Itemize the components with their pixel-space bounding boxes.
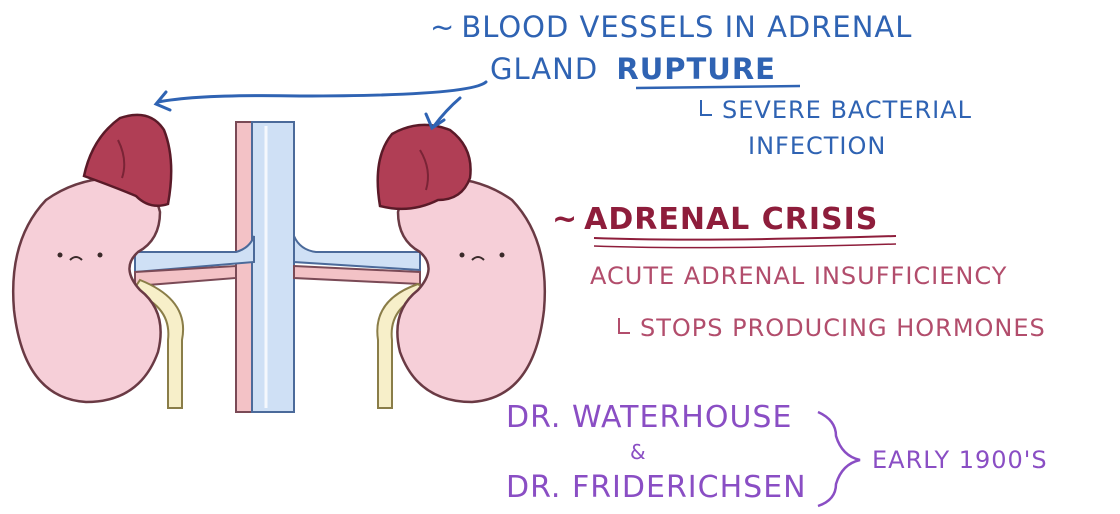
- sub-point-hook-icon: [700, 100, 712, 116]
- vena-cava: [252, 122, 294, 412]
- right-kidney: [397, 177, 544, 402]
- stops-producing-label: Stops producing hormones: [618, 314, 1046, 342]
- left-kidney: [13, 177, 160, 402]
- doctors-brace: [818, 412, 860, 506]
- gland-text: gland: [490, 52, 598, 86]
- ampersand-text: &: [630, 440, 647, 464]
- adrenal-crisis-text: Adrenal crisis: [584, 202, 878, 237]
- right-adrenal-gland: [378, 125, 471, 209]
- great-vessels: [236, 122, 294, 412]
- sub-point-hook-icon: [618, 318, 630, 334]
- dr-waterhouse-label: Dr. Waterhouse: [506, 400, 792, 435]
- dr-friderichsen-text: Dr. Friderichsen: [506, 470, 807, 505]
- dr-waterhouse-text: Dr. Waterhouse: [506, 400, 792, 435]
- arrow-to-left-adrenal: [158, 82, 486, 102]
- ampersand-label: &: [630, 440, 647, 464]
- early-1900s-text: Early 1900's: [872, 446, 1048, 474]
- blood-vessels-label: ~Blood vessels in adrenal: [430, 10, 912, 44]
- early-1900s-label: Early 1900's: [872, 446, 1048, 474]
- acute-insufficiency-label: Acute adrenal insufficiency: [590, 262, 1007, 290]
- infection-text: infection: [748, 132, 886, 160]
- right-renal-vein: [294, 236, 420, 270]
- severe-text: Severe bacterial: [722, 96, 972, 124]
- gland-rupture-label: gland rupture: [490, 52, 776, 86]
- severe-infection-label: Severe bacterial: [700, 96, 972, 124]
- rupture-underline: [636, 86, 800, 88]
- rupture-text: rupture: [616, 52, 776, 86]
- stops-producing-text: Stops producing hormones: [640, 314, 1046, 342]
- acute-insufficiency-text: Acute adrenal insufficiency: [590, 262, 1007, 290]
- arrow-to-right-adrenal: [434, 98, 460, 126]
- pointer-arrows: [156, 82, 486, 128]
- blood-vessels-text: Blood vessels in adrenal: [461, 10, 912, 44]
- adrenal-crisis-label: ~Adrenal crisis: [552, 202, 878, 237]
- infection-label: infection: [748, 132, 886, 160]
- dr-friderichsen-label: Dr. Friderichsen: [506, 470, 807, 505]
